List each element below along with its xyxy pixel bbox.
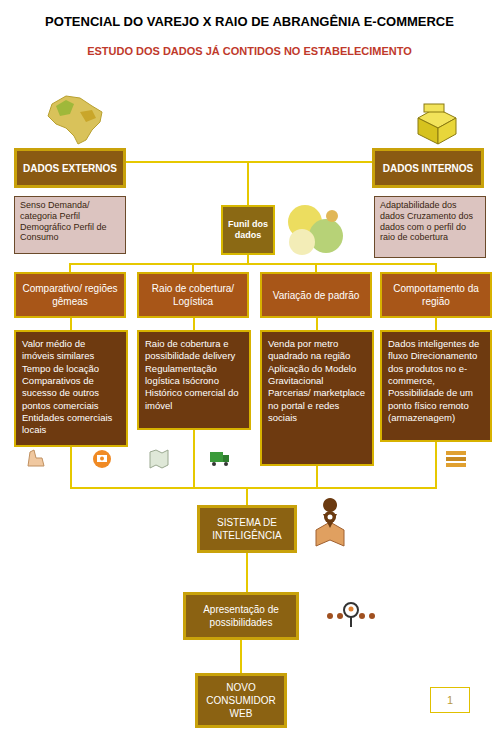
people-magnifier-icon (327, 603, 375, 627)
brazil-map (48, 96, 102, 144)
connector (240, 640, 242, 673)
detail-box: Raio de cobertura e possibilidade delive… (137, 330, 251, 430)
node-text: Adaptabilidade dos dados Cruzamento dos … (380, 200, 480, 243)
map-icon (150, 450, 168, 468)
connector (193, 255, 248, 272)
connector (246, 553, 248, 592)
category-box: Comportamento da região (380, 272, 492, 318)
node-text: Dados inteligentes de fluxo Direcionamen… (388, 338, 484, 424)
detail-box: Dados inteligentes de fluxo Direcionamen… (380, 330, 492, 442)
node-text: NOVO CONSUMIDOR WEB (202, 681, 280, 720)
connector (193, 318, 195, 330)
connector (194, 430, 247, 505)
connector (247, 466, 317, 505)
category-box: Comparativo/ regiões gêmeas (14, 272, 126, 318)
node-text: Senso Demanda/ categoria Perfil Demográf… (20, 200, 120, 243)
node-text: Raio de cobertura e possibilidade delive… (145, 338, 243, 412)
process-box: NOVO CONSUMIDOR WEB (195, 673, 287, 728)
page-number-box: 1 (430, 687, 470, 713)
detail-box: Venda por metro quadrado na região Aplic… (260, 330, 374, 466)
node-text: Valor médio de imóveis similares Tempo d… (22, 338, 120, 437)
funnel-box: Funil dos dados (221, 205, 275, 255)
process-box: SISTEMA DE INTELIGÊNCIA (197, 505, 297, 553)
node-text: SISTEMA DE INTELIGÊNCIA (204, 516, 290, 542)
subtitle: ESTUDO DOS DADOS JÁ CONTIDOS NO ESTABELE… (0, 45, 499, 57)
node-text: Comparativo/ regiões gêmeas (20, 282, 120, 308)
process-box: Apresentação de possibilidades (183, 592, 299, 640)
camera-icon (93, 450, 111, 468)
info-box: Senso Demanda/ categoria Perfil Demográf… (14, 196, 126, 254)
category-box: Raio de cobertura/ Logística (137, 272, 249, 318)
connector (71, 447, 247, 505)
node-text: DADOS INTERNOS (383, 163, 474, 174)
hand-icon (28, 450, 44, 466)
connector (435, 318, 437, 330)
stack-icon (446, 451, 466, 467)
venn-circles (288, 205, 343, 255)
connector (126, 162, 248, 205)
map-pin-icon (316, 498, 344, 546)
connector (316, 318, 318, 330)
node-text: Raio de cobertura/ Logística (143, 282, 243, 308)
node-text: Comportamento da região (386, 282, 486, 308)
node-text: Venda por metro quadrado na região Aplic… (268, 338, 366, 424)
section-header: DADOS INTERNOS (372, 148, 484, 188)
category-box: Variação de padrão (260, 272, 372, 318)
node-text: DADOS EXTERNOS (23, 163, 117, 174)
connector (70, 255, 248, 272)
node-text: Funil dos dados (226, 219, 270, 242)
truck-icon (210, 452, 229, 466)
connector (70, 318, 72, 330)
node-text: Apresentação de possibilidades (190, 603, 292, 629)
section-header: DADOS EXTERNOS (14, 148, 126, 188)
building-icon (418, 104, 456, 144)
diagram-title: POTENCIAL DO VAREJO X RAIO DE ABRANGÊNIA… (0, 14, 499, 29)
connector (248, 162, 372, 205)
node-text: 1 (447, 694, 453, 706)
detail-box: Valor médio de imóveis similares Tempo d… (14, 330, 128, 447)
info-box: Adaptabilidade dos dados Cruzamento dos … (374, 196, 486, 258)
node-text: Variação de padrão (273, 289, 360, 302)
